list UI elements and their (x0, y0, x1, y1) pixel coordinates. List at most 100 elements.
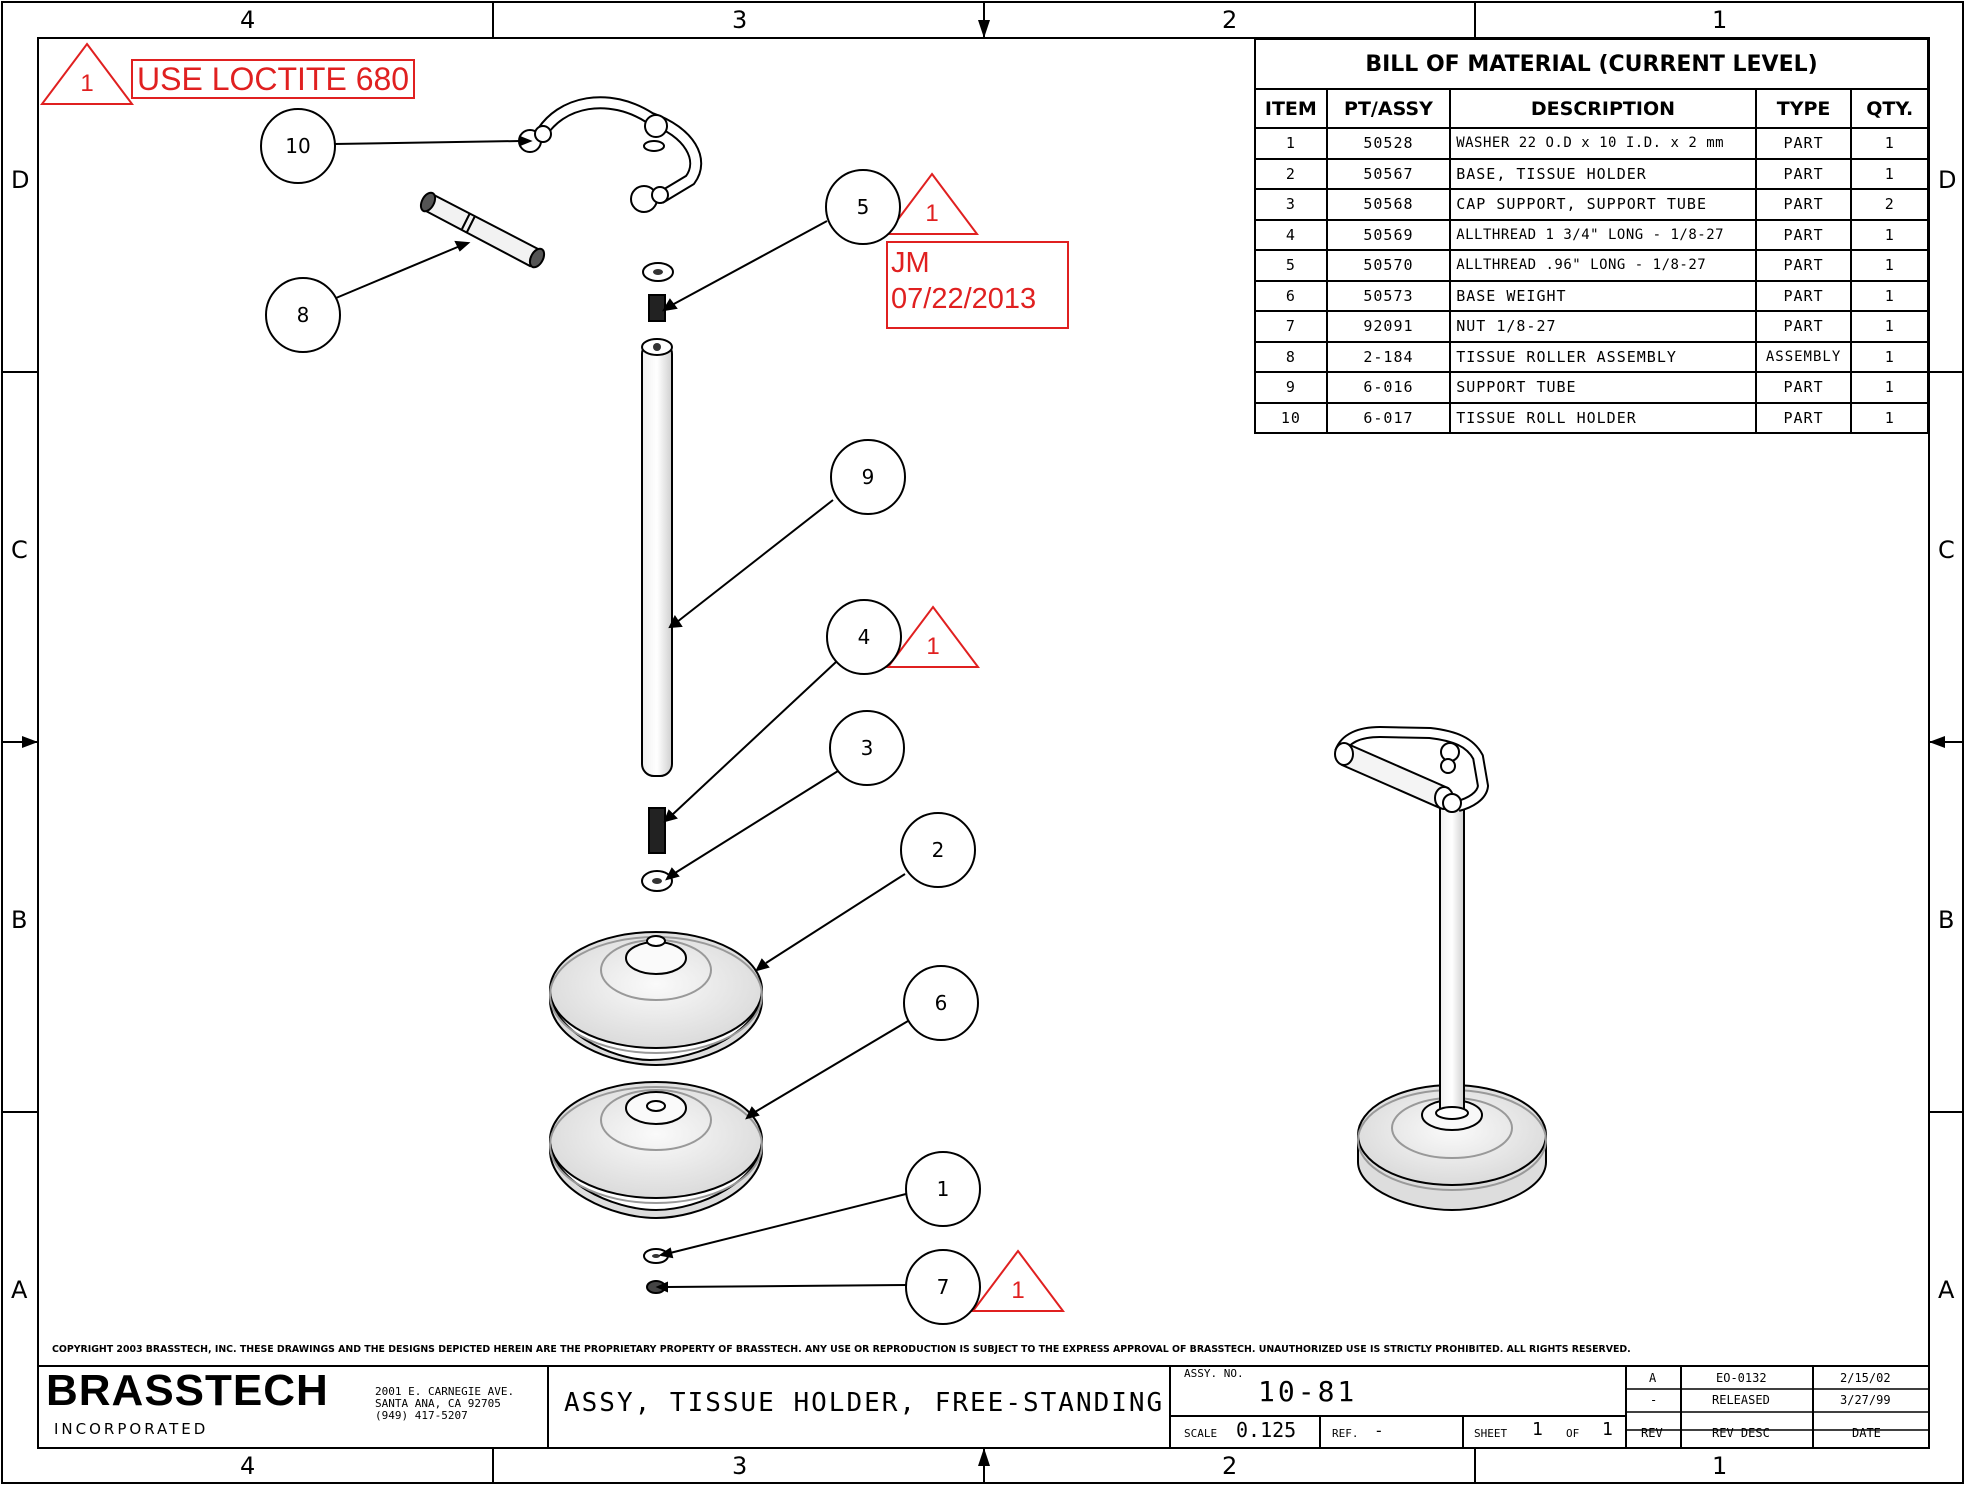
bom-item: 8 (1254, 340, 1328, 373)
bom-qty: 1 (1850, 340, 1929, 373)
revision-triangle: 1 (971, 1249, 1065, 1313)
zone-row-left-c: C (11, 536, 28, 564)
revision-marker: 1 (925, 200, 939, 227)
revision-triangle: 1 (886, 605, 980, 669)
bom-type: PART (1754, 157, 1853, 190)
rev-header-desc: REV DESC (1712, 1426, 1770, 1440)
bom-description: CAP SUPPORT, SUPPORT TUBE (1449, 188, 1757, 221)
bom-type: PART (1754, 249, 1853, 282)
rev-header-date: DATE (1852, 1426, 1881, 1440)
zone-col-bottom-1: 4 (240, 1452, 256, 1480)
bom-qty: 1 (1850, 157, 1929, 190)
zone-col-bottom-4: 1 (1712, 1452, 1728, 1480)
bom-description: BASE WEIGHT (1449, 279, 1757, 312)
bom-part-number: 50573 (1325, 279, 1452, 312)
rev-row-1-rev: A (1649, 1371, 1657, 1385)
bom-type: PART (1754, 218, 1853, 251)
bom-item: 2 (1254, 157, 1328, 190)
bom-description: TISSUE ROLL HOLDER (1449, 401, 1757, 434)
sheet-label: SHEET (1474, 1427, 1508, 1440)
zone-row-right-d: D (1938, 166, 1957, 194)
bom-item: 9 (1254, 371, 1328, 404)
zone-col-bottom-2: 3 (732, 1452, 748, 1480)
bom-type: PART (1754, 371, 1853, 404)
bom-type: PART (1754, 279, 1853, 312)
bom-item: 5 (1254, 249, 1328, 282)
company-sub: INCORPORATED (54, 1420, 209, 1438)
bom-item: 1 (1254, 127, 1328, 160)
bom-item: 7 (1254, 310, 1328, 343)
scale-value: 0.125 (1236, 1418, 1297, 1442)
revision-marker: 1 (926, 633, 940, 660)
revision-note: USE LOCTITE 680 (137, 61, 410, 97)
zone-row-left-a: A (11, 1276, 28, 1304)
rev-row-2-rev: - (1650, 1393, 1658, 1407)
bom-header-type: TYPE (1754, 88, 1853, 129)
balloon-item-2: 2 (900, 812, 976, 888)
zone-col-bottom-3: 2 (1222, 1452, 1238, 1480)
bom-qty: 1 (1850, 371, 1929, 404)
bom-header-item: ITEM (1254, 88, 1328, 129)
zone-row-right-a: A (1938, 1276, 1955, 1304)
rev-header-rev: REV (1641, 1426, 1663, 1440)
drawing-title: ASSY, TISSUE HOLDER, FREE-STANDING (564, 1388, 1165, 1418)
bom-part-number: 50528 (1325, 127, 1452, 160)
bom-header-qty: QTY. (1850, 88, 1929, 129)
bom-header-description: DESCRIPTION (1449, 88, 1757, 129)
bom-part-number: 50567 (1325, 157, 1452, 190)
balloon-item-1: 1 (905, 1151, 981, 1227)
bom-qty: 2 (1850, 188, 1929, 221)
zone-col-top-2: 3 (732, 6, 748, 34)
balloon-item-4: 4 (826, 599, 902, 675)
balloon-item-3: 3 (829, 710, 905, 786)
balloon-item-7: 7 (905, 1249, 981, 1325)
bom-qty: 1 (1850, 127, 1929, 160)
bom-description: NUT 1/8-27 (1449, 310, 1757, 343)
bom-description: ALLTHREAD 1 3/4" LONG - 1/8-27 (1449, 218, 1757, 251)
ref-value: - (1374, 1421, 1384, 1440)
scale-label: SCALE (1184, 1427, 1218, 1440)
zone-row-left-b: B (11, 906, 28, 934)
bom-type: ASSEMBLY (1754, 340, 1853, 373)
company-phone: (949) 417-5207 (375, 1409, 468, 1422)
bom-title: BILL OF MATERIAL (CURRENT LEVEL) (1254, 38, 1929, 90)
bom-part-number: 6-016 (1325, 371, 1452, 404)
bom-description: TISSUE ROLLER ASSEMBLY (1449, 340, 1757, 373)
bom-type: PART (1754, 127, 1853, 160)
ref-label: REF. (1332, 1427, 1359, 1440)
bom-description: ALLTHREAD .96" LONG - 1/8-27 (1449, 249, 1757, 282)
revision-initials: JM (891, 247, 930, 279)
balloon-item-5: 5 (825, 169, 901, 245)
of-label: OF (1566, 1427, 1580, 1440)
rev-row-1-date: 2/15/02 (1840, 1371, 1891, 1385)
bom-qty: 1 (1850, 401, 1929, 434)
company-logo: BRASSTECH (46, 1366, 329, 1415)
company-address-2: SANTA ANA, CA 92705 (375, 1397, 501, 1410)
zone-col-top-4: 1 (1712, 6, 1728, 34)
bom-item: 10 (1254, 401, 1328, 434)
zone-col-top-3: 2 (1222, 6, 1238, 34)
bom-header-pt-assy: PT/ASSY (1325, 88, 1452, 129)
revision-triangle: 1 (40, 42, 134, 106)
revision-marker: 1 (80, 70, 94, 97)
of-value: 1 (1602, 1419, 1613, 1440)
rev-row-2-date: 3/27/99 (1840, 1393, 1891, 1407)
bom-qty: 1 (1850, 218, 1929, 251)
bom-qty: 1 (1850, 249, 1929, 282)
bom-type: PART (1754, 310, 1853, 343)
balloon-item-9: 9 (830, 439, 906, 515)
bom-item: 3 (1254, 188, 1328, 221)
balloon-item-6: 6 (903, 965, 979, 1041)
bom-part-number: 50569 (1325, 218, 1452, 251)
revision-triangle: 1 (885, 172, 979, 236)
revision-initials-box: JM 07/22/2013 (886, 241, 1069, 329)
